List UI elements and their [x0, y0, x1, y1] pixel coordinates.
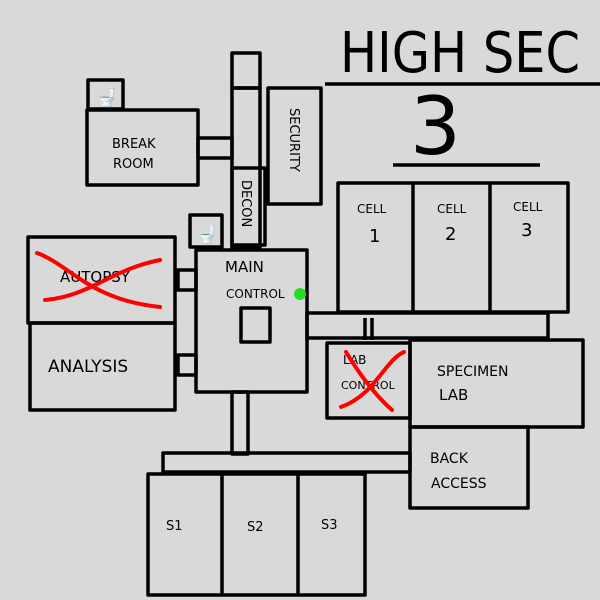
- toilet-box-2[interactable]: 🚽: [188, 213, 224, 249]
- room-label: CELL: [357, 202, 387, 216]
- control-console: [239, 306, 272, 344]
- room-main-control[interactable]: MAIN CONTROL: [194, 248, 309, 394]
- current-location-marker: [294, 288, 306, 300]
- room-label: MAIN: [225, 258, 264, 276]
- room-cell-1[interactable]: CELL 1: [357, 202, 387, 247]
- room-lab-control[interactable]: LAB CONTROL: [325, 341, 412, 420]
- room-label: ACCESS: [431, 476, 487, 492]
- cross-out-mark: [344, 350, 394, 412]
- room-s2[interactable]: S2: [247, 520, 264, 535]
- room-s1[interactable]: S1: [166, 519, 183, 534]
- cross-out-mark: [339, 350, 406, 409]
- cross-out-mark: [43, 258, 162, 302]
- room-label: BREAK: [112, 137, 156, 152]
- header: HIGH SEC 3: [325, 21, 600, 173]
- room-label: ROOM: [113, 157, 154, 172]
- room-label: LAB: [439, 386, 468, 404]
- room-label: SPECIMEN: [437, 364, 508, 380]
- room-label: 1: [369, 226, 380, 247]
- room-decon[interactable]: DECON: [230, 166, 267, 247]
- sector-number: 3: [410, 80, 461, 173]
- room-label: DECON: [238, 180, 253, 227]
- room-analysis[interactable]: ANALYSIS: [28, 321, 177, 412]
- room-back-access[interactable]: BACK ACCESS: [408, 425, 530, 510]
- room-label: AUTOPSY: [60, 268, 131, 286]
- map-title: HIGH SEC: [340, 21, 580, 86]
- toilet-icon: 🚽: [96, 86, 118, 108]
- room-label: ANALYSIS: [48, 357, 128, 377]
- room-s3[interactable]: S3: [321, 518, 338, 533]
- toilet-box-1[interactable]: 🚽: [86, 78, 125, 111]
- room-label: CONTROL: [226, 287, 285, 301]
- cross-out-mark: [35, 251, 162, 309]
- room-cell-3[interactable]: CELL 3: [513, 200, 543, 241]
- room-label: 2: [445, 224, 456, 245]
- room-label: CELL: [437, 202, 467, 216]
- cells: CELL 1 CELL 2 CELL 3: [336, 181, 570, 314]
- room-security[interactable]: SECURITY: [266, 86, 323, 206]
- room-break-room[interactable]: BREAK ROOM: [85, 108, 200, 187]
- toilet-icon: 🚽: [197, 224, 218, 245]
- room-cell-2[interactable]: CELL 2: [437, 202, 467, 245]
- storage-rooms: S1 S2 S3: [146, 472, 367, 597]
- room-autopsy[interactable]: AUTOPSY: [26, 235, 177, 325]
- room-specimen-lab[interactable]: SPECIMEN LAB: [408, 338, 585, 429]
- room-label: BACK: [430, 451, 469, 467]
- room-label: SECURITY: [286, 108, 301, 172]
- room-label: 3: [521, 220, 532, 241]
- room-label: CELL: [513, 200, 543, 214]
